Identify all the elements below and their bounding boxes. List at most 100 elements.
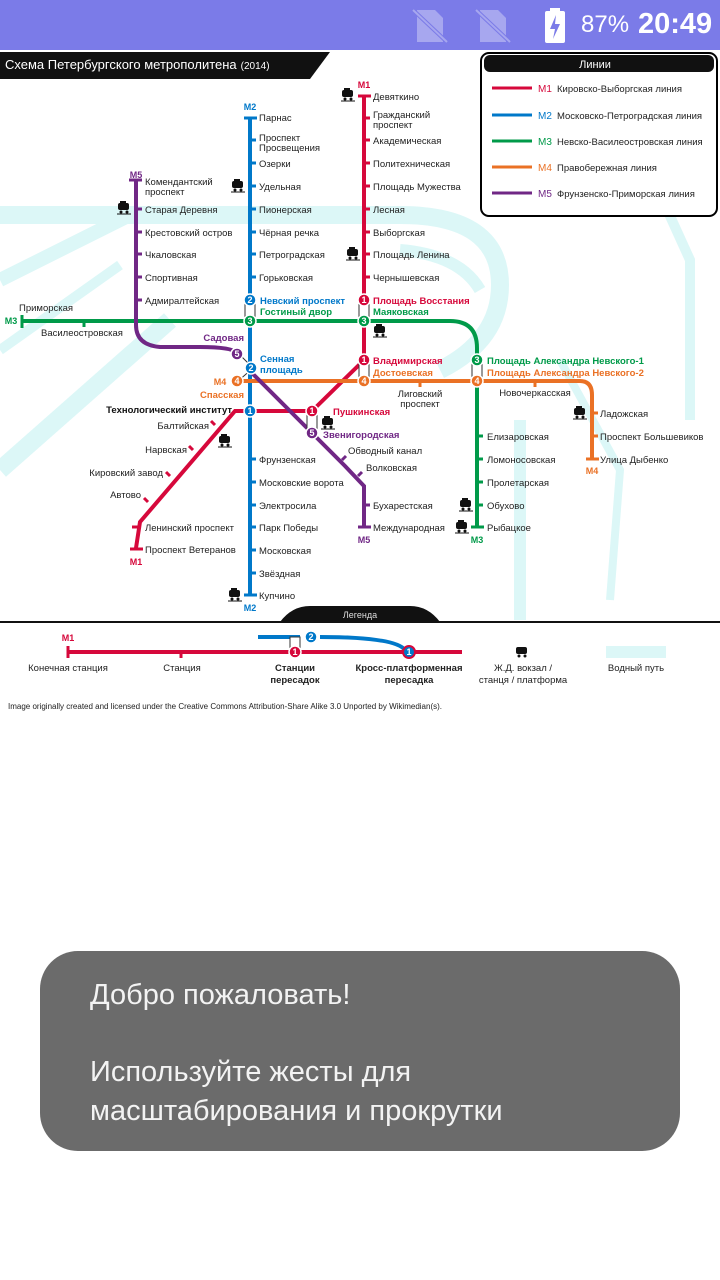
station-label: Площадь Восстания	[373, 296, 470, 307]
m5-bottom-label: M5	[358, 535, 371, 545]
line-m4	[237, 379, 594, 458]
station-label: проспект	[400, 399, 440, 410]
station-label: Крестовский остров	[145, 228, 232, 239]
station-label: Василеостровская	[41, 328, 123, 339]
station-label: Удельная	[259, 182, 301, 193]
legend-item-label: Станции	[275, 663, 315, 674]
train-icon	[321, 416, 335, 430]
station-label: Международная	[373, 523, 445, 534]
line-m3	[22, 319, 479, 527]
svg-text:1: 1	[309, 406, 314, 416]
legend-tab[interactable]	[280, 606, 440, 622]
station-label: Горьковская	[259, 273, 313, 284]
station-label: Петроградская	[259, 250, 325, 261]
station-label: Бухарестская	[373, 501, 433, 512]
station-label: Электросила	[259, 501, 317, 512]
map-title: Схема Петербургского метрополитена	[5, 57, 237, 72]
station-label: Сенная	[260, 354, 294, 365]
legend-name-m3: Невско-Василеостровская линия	[557, 137, 703, 148]
metro-map[interactable]: Схема Петербургского метрополитена (2014)…	[0, 50, 720, 720]
toast-message: Используйте жесты для масштабирования и …	[90, 1056, 503, 1127]
station-label: Лесная	[373, 205, 405, 216]
station-label: Маяковская	[373, 307, 429, 318]
m2-top-label: M2	[244, 102, 257, 112]
station-label: Лиговский	[398, 389, 443, 400]
m3-bottom-label: M3	[471, 535, 484, 545]
svg-text:4: 4	[474, 376, 479, 386]
station-label: Владимирская	[373, 356, 443, 367]
station-label: Улица Дыбенко	[600, 455, 668, 466]
station-label: Приморская	[19, 303, 73, 314]
station-label: Озерки	[259, 159, 291, 170]
station-label: Спортивная	[145, 273, 198, 284]
battery-percent: 87%	[581, 11, 630, 38]
station-label: Обводный канал	[348, 446, 422, 457]
station-label: Достоевская	[373, 368, 433, 379]
station-label: Академическая	[373, 136, 441, 147]
water-paths	[0, 147, 695, 620]
train-icon	[459, 498, 473, 512]
legend-tab-label: Легенда	[343, 610, 377, 620]
station-label: Фрунзенская	[259, 455, 316, 466]
legend-code-m1: M1	[538, 84, 552, 95]
station-label: Нарвская	[145, 445, 187, 456]
station-label: Пролетарская	[487, 478, 549, 489]
station-label: Автово	[110, 490, 141, 501]
station-label: Волковская	[366, 463, 417, 474]
railway-icons	[117, 88, 587, 602]
m1-bottom-label: M1	[130, 557, 143, 567]
no-sim-icon	[411, 8, 449, 44]
svg-text:5: 5	[234, 349, 239, 359]
svg-text:4: 4	[361, 376, 366, 386]
svg-text:2: 2	[248, 363, 253, 373]
station-label: Площадь Мужества	[373, 182, 462, 193]
station-label: Чернышевская	[373, 273, 439, 284]
legend-item-label: Конечная станция	[28, 663, 108, 674]
station-label: Просвещения	[259, 143, 320, 154]
station-label: Выборгская	[373, 228, 425, 239]
station-label: Ломоносовская	[487, 455, 556, 466]
station-label: Новочеркасская	[499, 388, 571, 399]
station-label: Парнас	[259, 113, 292, 124]
station-label: Пушкинская	[333, 407, 390, 418]
svg-text:5: 5	[309, 428, 314, 438]
train-icon	[573, 406, 587, 420]
station-label: Проспект Ветеранов	[145, 545, 236, 556]
station-label: Ленинский проспект	[145, 523, 235, 534]
legend-name-m2: Московско-Петроградская линия	[557, 111, 702, 122]
station-label: Звенигородская	[323, 430, 399, 441]
map-year: (2014)	[241, 61, 270, 72]
station-label: Звёздная	[259, 569, 300, 580]
svg-text:1: 1	[361, 295, 366, 305]
train-icon	[117, 201, 131, 215]
interchange-nodes: 2 3 1 3 1 4 3 4 5 2 4 1 1 5	[230, 293, 484, 440]
station-label: Пионерская	[259, 205, 312, 216]
legend-name-m1: Кировско-Выборгская линия	[557, 84, 682, 95]
station-label: Парк Победы	[259, 523, 318, 534]
svg-text:3: 3	[361, 316, 366, 326]
m5-top-label: M5	[130, 170, 143, 180]
no-sim-icon	[474, 8, 512, 44]
train-icon	[341, 88, 355, 102]
station-label: Елизаровская	[487, 432, 549, 443]
legend-item-label: станця / платформа	[479, 675, 568, 686]
svg-text:3: 3	[247, 316, 252, 326]
station-label: Площадь Александра Невского-2	[487, 368, 644, 379]
station-labels: Девяткино Гражданский проспект Академиче…	[19, 92, 703, 602]
station-label: Московская	[259, 546, 311, 557]
station-label: проспект	[373, 120, 413, 131]
m3-left-label: M3	[5, 316, 18, 326]
station-label: Площадь Ленина	[373, 250, 450, 261]
credit-text: Image originally created and licensed un…	[8, 702, 442, 711]
station-label: Проспект	[259, 133, 301, 144]
station-label: Чкаловская	[145, 250, 196, 261]
station-ticks	[20, 94, 599, 597]
train-icon	[516, 647, 527, 658]
clock: 20:49	[638, 8, 713, 40]
svg-text:1: 1	[361, 355, 366, 365]
train-icon	[228, 588, 242, 602]
svg-text:2: 2	[247, 295, 252, 305]
legend-title: Линии	[579, 59, 611, 71]
lines-legend: Линии M1 Кировско-Выборгская линия M2 Мо…	[480, 52, 718, 217]
battery-charging-icon	[545, 8, 565, 43]
